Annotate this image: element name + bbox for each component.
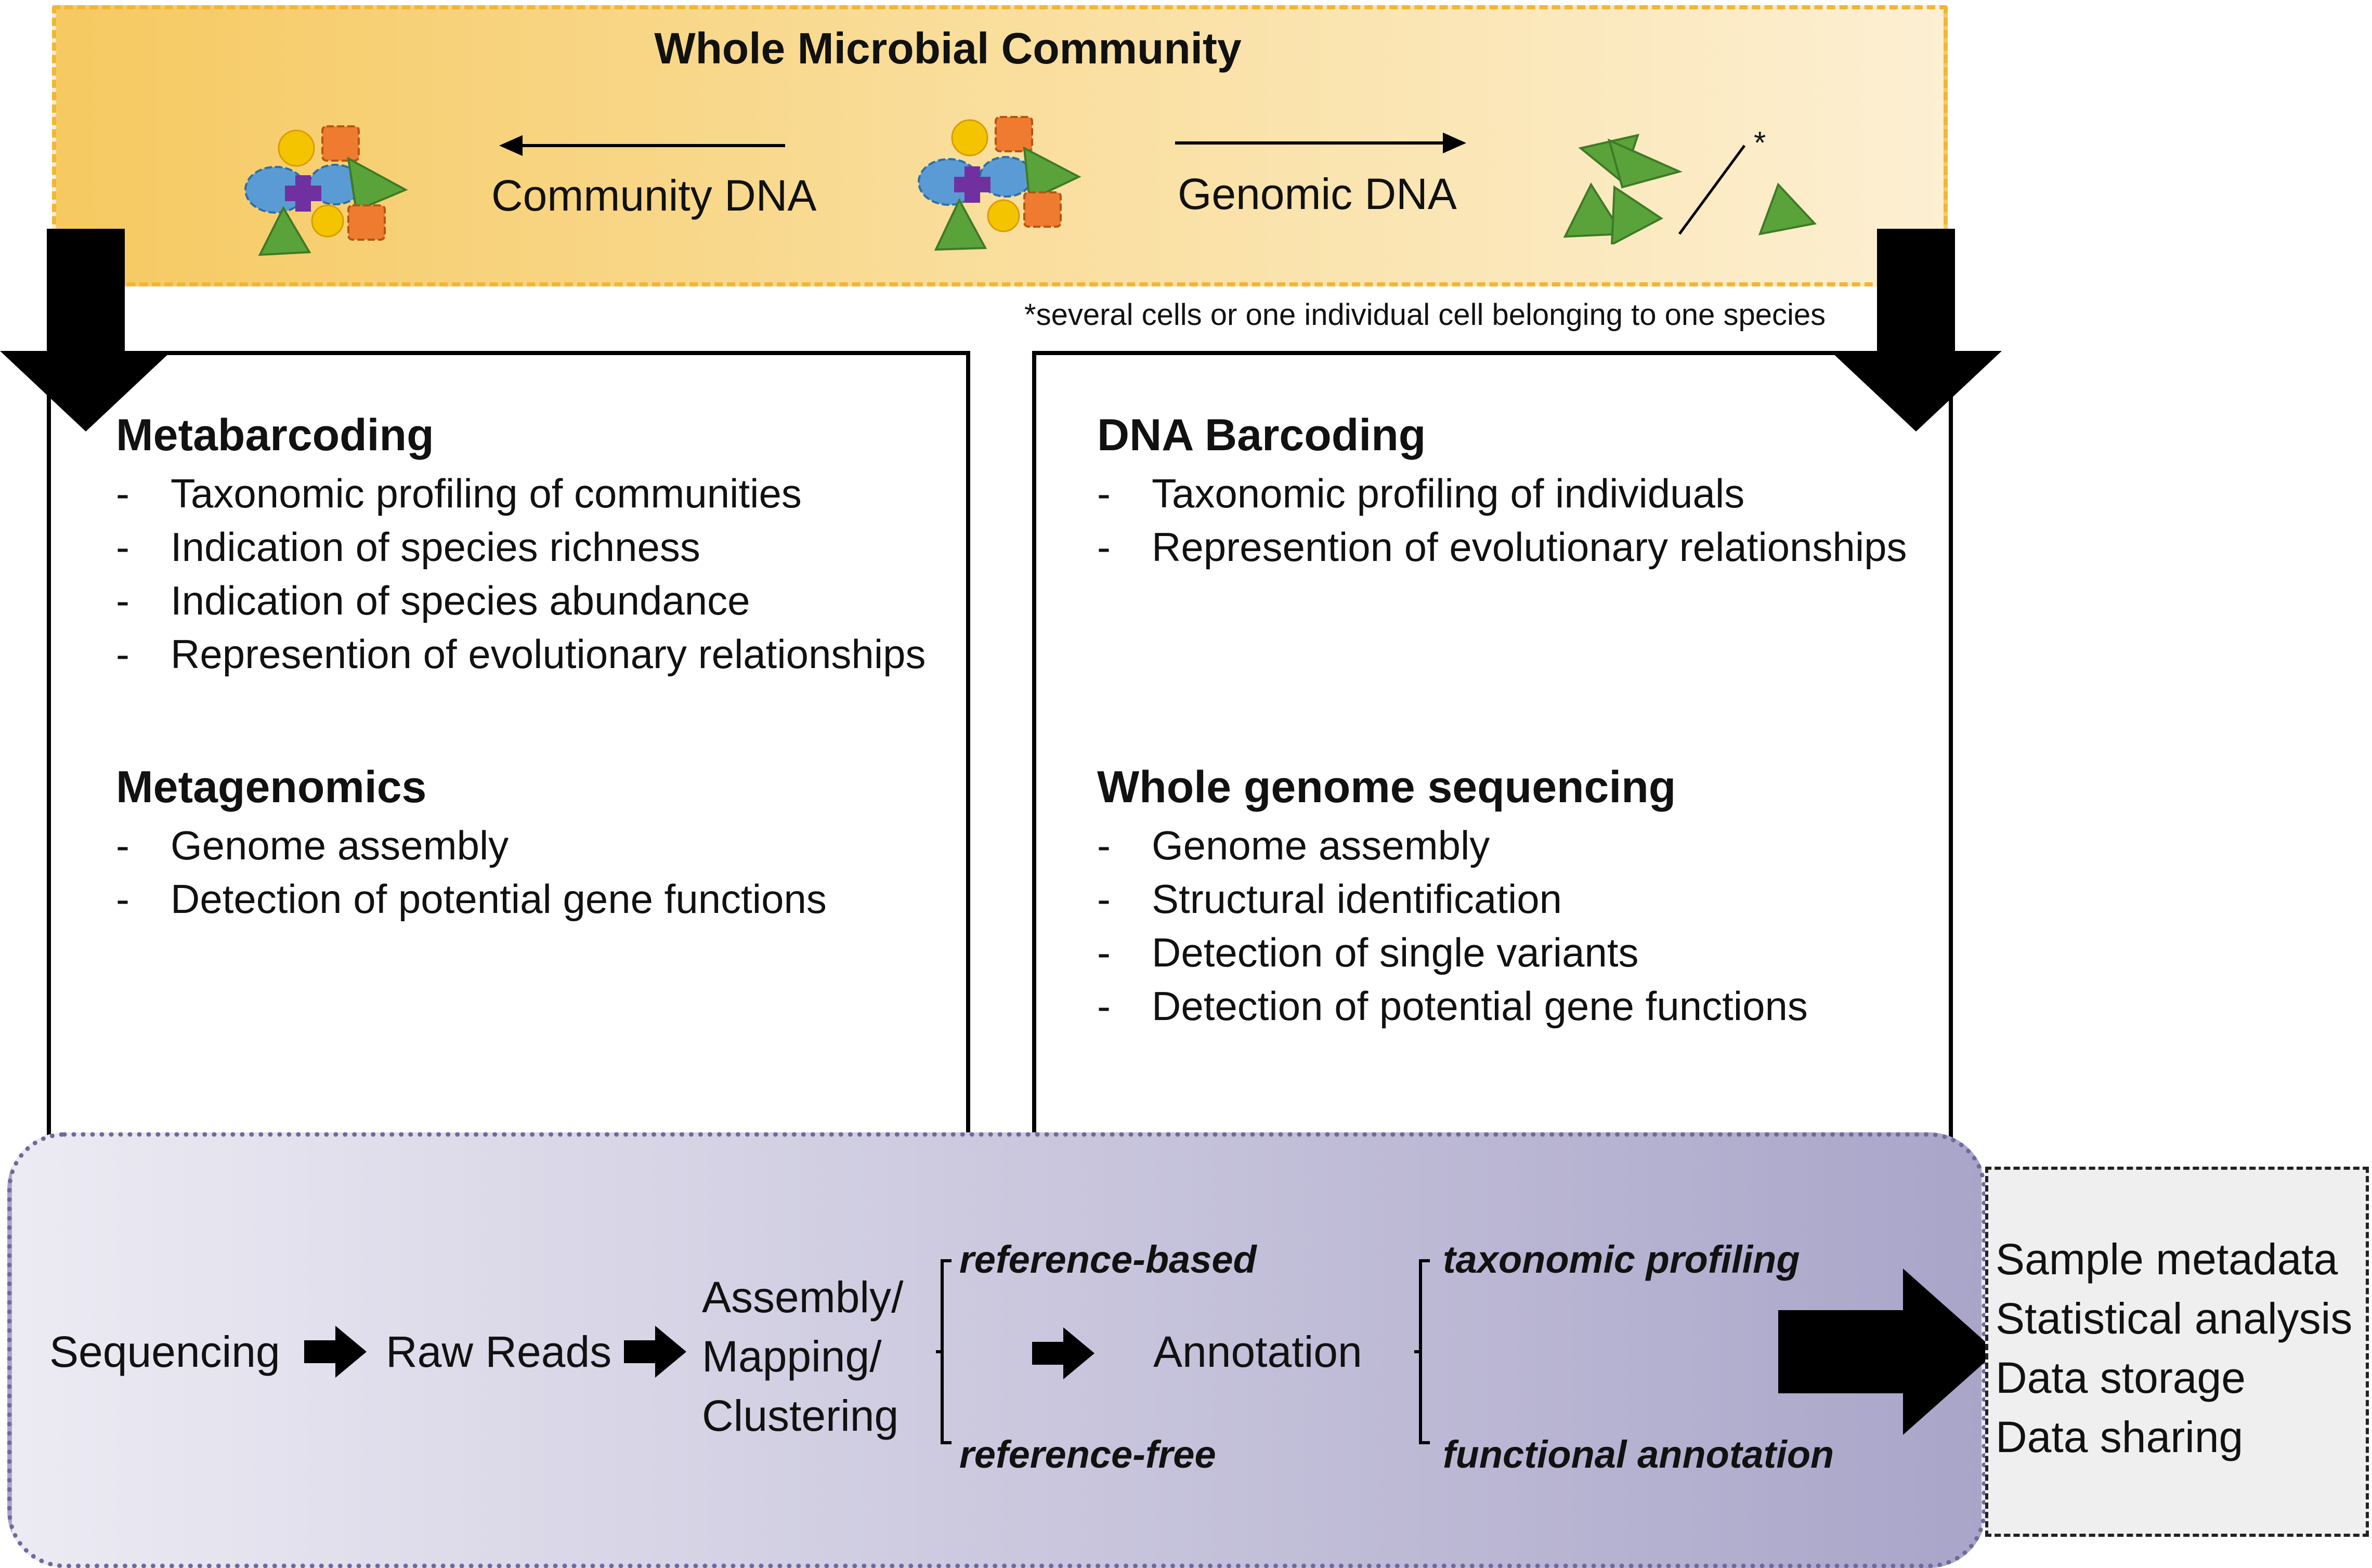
- list-item: Statistical analysis: [1996, 1294, 2353, 1343]
- reference-based-label: reference-based: [959, 1238, 1257, 1281]
- outputs-list: Sample metadata Statistical analysis Dat…: [1996, 1230, 2352, 1467]
- metabarcoding-list: Taxonomic profiling of communities Indic…: [116, 467, 926, 681]
- metagenomics-list: Genome assembly Detection of potential g…: [116, 819, 827, 926]
- right-down-arrow-icon: [1830, 229, 2002, 432]
- wgs-title: Whole genome sequencing: [1097, 762, 1676, 812]
- annotation-step: Annotation: [1153, 1327, 1362, 1376]
- left-arrow-icon: [499, 135, 785, 156]
- list-item: Detection of potential gene functions: [1097, 979, 1808, 1033]
- list-item: Taxonomic profiling of communities: [116, 467, 926, 520]
- list-item: Data sharing: [1996, 1413, 2244, 1461]
- dna-barcoding-title: DNA Barcoding: [1097, 410, 1426, 460]
- metagenomics-title: Metagenomics: [116, 762, 427, 812]
- assembly-line: Assembly/: [702, 1273, 904, 1322]
- list-item: Indication of species richness: [116, 520, 926, 574]
- raw-reads-step: Raw Reads: [386, 1327, 612, 1376]
- taxonomic-profiling-label: taxonomic profiling: [1443, 1238, 1800, 1281]
- output-arrow-icon: [1778, 1269, 1997, 1435]
- reference-free-label: reference-free: [959, 1433, 1216, 1476]
- list-item: Genome assembly: [116, 819, 827, 872]
- right-arrow-icon: [1175, 133, 1466, 153]
- bracket-icon: [1414, 1259, 1430, 1444]
- step-arrow-icon: [304, 1326, 367, 1378]
- list-item: Structural identification: [1097, 872, 1808, 926]
- metabarcoding-title: Metabarcoding: [116, 410, 434, 460]
- list-item: Indication of species abundance: [116, 574, 926, 628]
- community-dna-label: Community DNA: [491, 171, 817, 220]
- wgs-list: Genome assembly Structural identificatio…: [1097, 819, 1808, 1033]
- clustering-line: Clustering: [702, 1391, 899, 1440]
- list-item: Represention of evolutionary relationshi…: [1097, 520, 1907, 574]
- step-arrow-icon: [1032, 1327, 1094, 1379]
- mixed-community-icon: [918, 116, 1081, 251]
- list-item: Detection of single variants: [1097, 926, 1808, 979]
- mapping-line: Mapping/: [702, 1332, 882, 1381]
- list-item: Genome assembly: [1097, 819, 1808, 872]
- list-item: Data storage: [1996, 1353, 2246, 1402]
- list-item: Taxonomic profiling of individuals: [1097, 467, 1907, 520]
- footnote: *several cells or one individual cell be…: [1024, 298, 1826, 332]
- assembly-step: Assembly/ Mapping/ Clustering: [702, 1268, 903, 1445]
- list-item: Detection of potential gene functions: [116, 872, 827, 926]
- community-title: Whole Microbial Community: [654, 24, 1242, 73]
- list-item: Sample metadata: [1996, 1235, 2338, 1284]
- genomic-dna-label: Genomic DNA: [1178, 169, 1457, 218]
- dna-barcoding-list: Taxonomic profiling of individuals Repre…: [1097, 467, 1907, 574]
- bracket-icon: [936, 1259, 952, 1444]
- single-species-cells-icon: [1563, 134, 1817, 244]
- asterisk-mark: *: [1754, 125, 1766, 160]
- sequencing-step: Sequencing: [49, 1327, 280, 1376]
- mixed-community-icon: [244, 125, 408, 256]
- left-down-arrow-icon: [0, 229, 172, 432]
- functional-annotation-label: functional annotation: [1443, 1433, 1834, 1476]
- step-arrow-icon: [624, 1326, 686, 1378]
- outputs-box: [1985, 1167, 2369, 1537]
- list-item: Represention of evolutionary relationshi…: [116, 628, 926, 681]
